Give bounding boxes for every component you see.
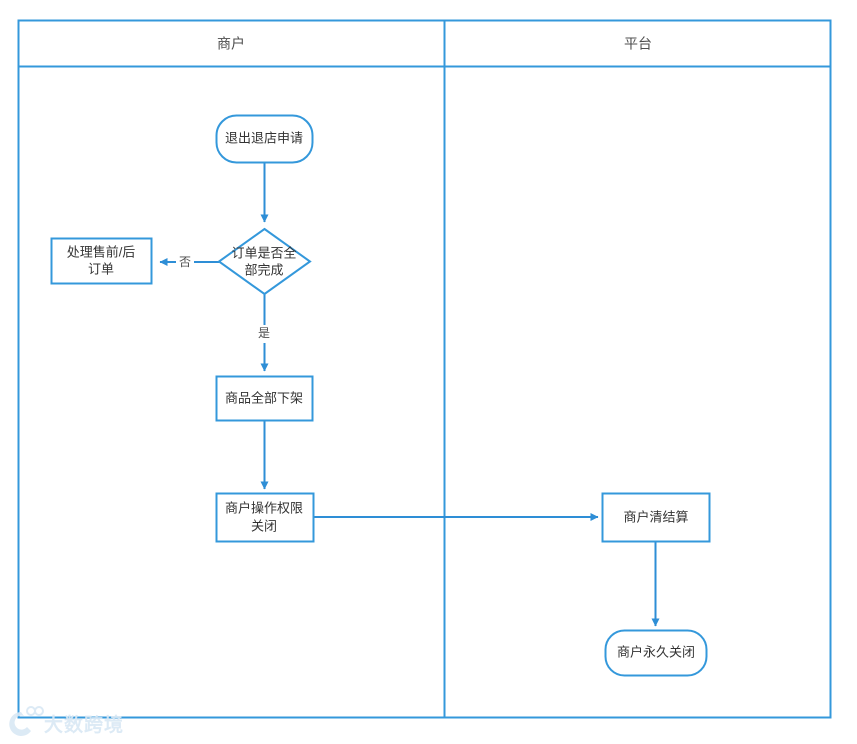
- node-close-permissions-label-line1: 商户操作权限: [225, 500, 303, 515]
- edge-decision-no: 否: [159, 253, 220, 271]
- node-delist-products-label: 商品全部下架: [225, 390, 303, 405]
- edge-decision-yes: 是: [255, 294, 274, 372]
- node-close-permissions[interactable]: 商户操作权限 关闭: [215, 492, 315, 543]
- node-permanent-close-label: 商户永久关闭: [617, 644, 695, 659]
- lane-header-platform: 平台: [624, 36, 652, 52]
- lane-header-merchant: 商户: [217, 36, 245, 52]
- node-handle-orders[interactable]: 处理售前/后 订单: [50, 237, 153, 285]
- node-settlement[interactable]: 商户清结算: [601, 492, 711, 543]
- swimlane-frame: [17, 19, 832, 719]
- logo-icon: [9, 706, 44, 736]
- node-handle-orders-label-line2: 订单: [88, 261, 114, 276]
- node-handle-orders-label-line1: 处理售前/后: [67, 244, 136, 259]
- lane-title-platform: 平台: [624, 36, 652, 52]
- node-start[interactable]: 退出退店申请: [215, 114, 314, 164]
- node-close-permissions-label-line2: 关闭: [251, 518, 277, 533]
- edge-label-yes: 是: [258, 326, 270, 340]
- node-decision-orders-label-line1: 订单是否全: [231, 245, 296, 260]
- node-decision-orders[interactable]: 订单是否全 部完成: [217, 227, 312, 296]
- node-delist-products[interactable]: 商品全部下架: [215, 375, 314, 422]
- edge-label-no: 否: [179, 255, 191, 269]
- lane-title-merchant: 商户: [217, 36, 245, 52]
- node-permanent-close[interactable]: 商户永久关闭: [604, 629, 708, 677]
- node-decision-orders-label-line2: 部完成: [244, 262, 283, 277]
- watermark: 大数跨境: [9, 706, 124, 736]
- node-settlement-label: 商户清结算: [623, 509, 688, 524]
- watermark-label: 大数跨境: [44, 713, 124, 736]
- node-start-label: 退出退店申请: [225, 130, 303, 145]
